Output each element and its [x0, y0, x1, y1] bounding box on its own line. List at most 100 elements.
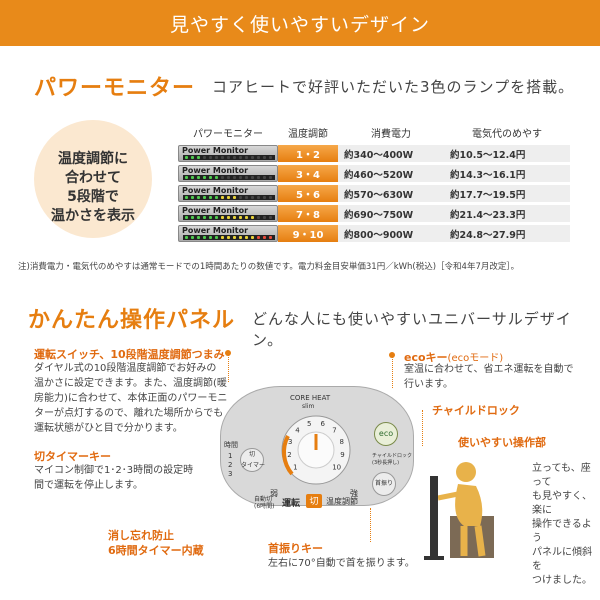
- tower-heater-illustration: [430, 476, 438, 556]
- callout-line: も見やすく、楽に: [532, 491, 592, 516]
- led-lamp: [269, 196, 272, 199]
- power-cell: 約340〜400W: [338, 145, 444, 162]
- child-lock-note: チャイルドロック(3秒長押し): [372, 453, 412, 466]
- power-cell: 約570〜630W: [338, 185, 444, 202]
- bubble-line: 5段階で: [67, 189, 119, 205]
- leader-line: [422, 410, 423, 446]
- led-lamp: [263, 196, 266, 199]
- panel-subheading: どんな人にも使いやすいユニバーサルデザイン。: [252, 310, 572, 349]
- eco-mode-label: (ecoモード): [447, 353, 504, 364]
- easy-callout-body: 立っても、座って も見やすく、楽に 操作できるよう パネルに傾斜を つけました。: [532, 462, 600, 588]
- led-lamp: [263, 176, 266, 179]
- led-lamp: [221, 196, 224, 199]
- person-arm: [437, 491, 459, 501]
- dial-number: 1: [293, 463, 297, 471]
- callout-line: 温かさに設定できます。また、温度調節(暖: [34, 378, 227, 389]
- callout-line: 運転状態がひと目で分かります。: [34, 423, 183, 434]
- led-lamp: [203, 216, 206, 219]
- led-lamp: [233, 196, 236, 199]
- table-row: Power Monitor 7・8 約690〜750W 約21.4〜23.3円: [178, 205, 570, 222]
- led-lamp: [227, 176, 230, 179]
- dial-number: 2: [287, 451, 291, 459]
- led-lamp: [269, 236, 272, 239]
- callout-line: 立っても、座って: [532, 463, 591, 488]
- callout-line: 消し忘れ防止: [108, 529, 174, 542]
- led-lamp: [221, 216, 224, 219]
- led-lamp: [251, 156, 254, 159]
- level-cell: 7・8: [278, 205, 338, 222]
- led-lamp: [215, 216, 218, 219]
- led-lamp: [221, 176, 224, 179]
- led-lamp: [269, 216, 272, 219]
- led-lamp: [233, 236, 236, 239]
- led-lamp: [191, 196, 194, 199]
- callout-line: パネルに傾斜を: [532, 547, 592, 572]
- cost-cell: 約14.3〜16.1円: [444, 165, 570, 182]
- callout-line: 室温に合わせて、省エネ運転を自動で: [404, 364, 574, 375]
- callout-line: マイコン制御で1･2･3時間の設定時: [34, 465, 194, 476]
- swing-callout-body: 左右に70°自動で首を振ります。: [268, 558, 415, 569]
- power-meter: Power Monitor: [178, 165, 278, 182]
- bubble-line: 温度調節に: [58, 151, 128, 167]
- person-legs: [460, 525, 486, 557]
- child-lock-callout-title: チャイルドロック: [432, 404, 520, 417]
- dial-number: 7: [332, 426, 336, 434]
- table-header: 消費電力: [371, 129, 411, 140]
- led-lamp: [251, 216, 254, 219]
- power-cell: 約800〜900W: [338, 225, 444, 242]
- callout-line: 6時間タイマー内蔵: [108, 544, 204, 557]
- led-lamp: [215, 196, 218, 199]
- callout-line: 間で運転を停止します。: [34, 480, 143, 491]
- callout-line: ターが点灯するので、離れた場所からでも: [34, 408, 224, 419]
- power-monitor-subheading: コアヒートで好評いただいた3色のランプを搭載。: [212, 78, 575, 96]
- led-lamp: [251, 196, 254, 199]
- led-lamp: [197, 216, 200, 219]
- led-lamp: [263, 156, 266, 159]
- timer-callout-title: 切タイマーキー: [34, 450, 111, 463]
- led-lamp: [233, 176, 236, 179]
- dial-number: 4: [295, 426, 300, 434]
- led-lamp: [215, 236, 218, 239]
- led-lamp: [245, 196, 248, 199]
- led-lamp: [191, 156, 194, 159]
- timer-callout-body: マイコン制御で1･2･3時間の設定時 間で運転を停止します。: [34, 463, 193, 493]
- led-lamp: [209, 216, 212, 219]
- led-lamp: [215, 176, 218, 179]
- banner-title: 見やすく使いやすいデザイン: [169, 14, 430, 36]
- leader-line: [392, 356, 393, 388]
- led-lamp: [185, 216, 188, 219]
- led-lamp: [233, 156, 236, 159]
- off-indicator: 切: [306, 494, 322, 508]
- eco-button[interactable]: eco: [374, 422, 398, 446]
- power-meter: Power Monitor: [178, 145, 278, 162]
- leader-dot: [389, 352, 395, 358]
- bubble-text: 温度調節に 合わせて 5段階で 温かさを表示: [34, 150, 152, 226]
- led-lamp: [221, 156, 224, 159]
- panel-heading: かんたん操作パネル: [28, 308, 236, 333]
- swing-button[interactable]: 首振り: [372, 472, 396, 496]
- bubble-line: 温かさを表示: [51, 208, 135, 224]
- led-lamp: [191, 236, 194, 239]
- auto-off-label: 自動切 (6時間): [254, 496, 275, 510]
- meter-label: Power Monitor: [182, 226, 249, 235]
- meter-label: Power Monitor: [182, 186, 249, 195]
- timer-hour: 2: [228, 461, 233, 469]
- led-lamp: [251, 176, 254, 179]
- meter-label: Power Monitor: [182, 146, 249, 155]
- off-timer-button[interactable]: 切 タイマー: [240, 448, 265, 472]
- heater-base: [424, 556, 444, 560]
- led-lamp: [227, 216, 230, 219]
- dial-number: 6: [321, 420, 326, 428]
- swing-callout-title: 首振りキー: [268, 542, 323, 555]
- weak-label: 弱: [270, 489, 278, 498]
- cost-cell: 約24.8〜27.9円: [444, 225, 570, 242]
- led-lamp: [239, 176, 242, 179]
- led-lamp: [233, 216, 236, 219]
- led-lamp: [239, 196, 242, 199]
- power-table: パワーモニター 温度調節 消費電力 電気代のめやす Power Monitor …: [178, 122, 570, 245]
- dial-number: 5: [307, 420, 311, 428]
- table-header: 電気代のめやす: [472, 129, 542, 140]
- leader-line: [228, 352, 229, 382]
- table-row: Power Monitor 9・10 約800〜900W 約24.8〜27.9円: [178, 225, 570, 242]
